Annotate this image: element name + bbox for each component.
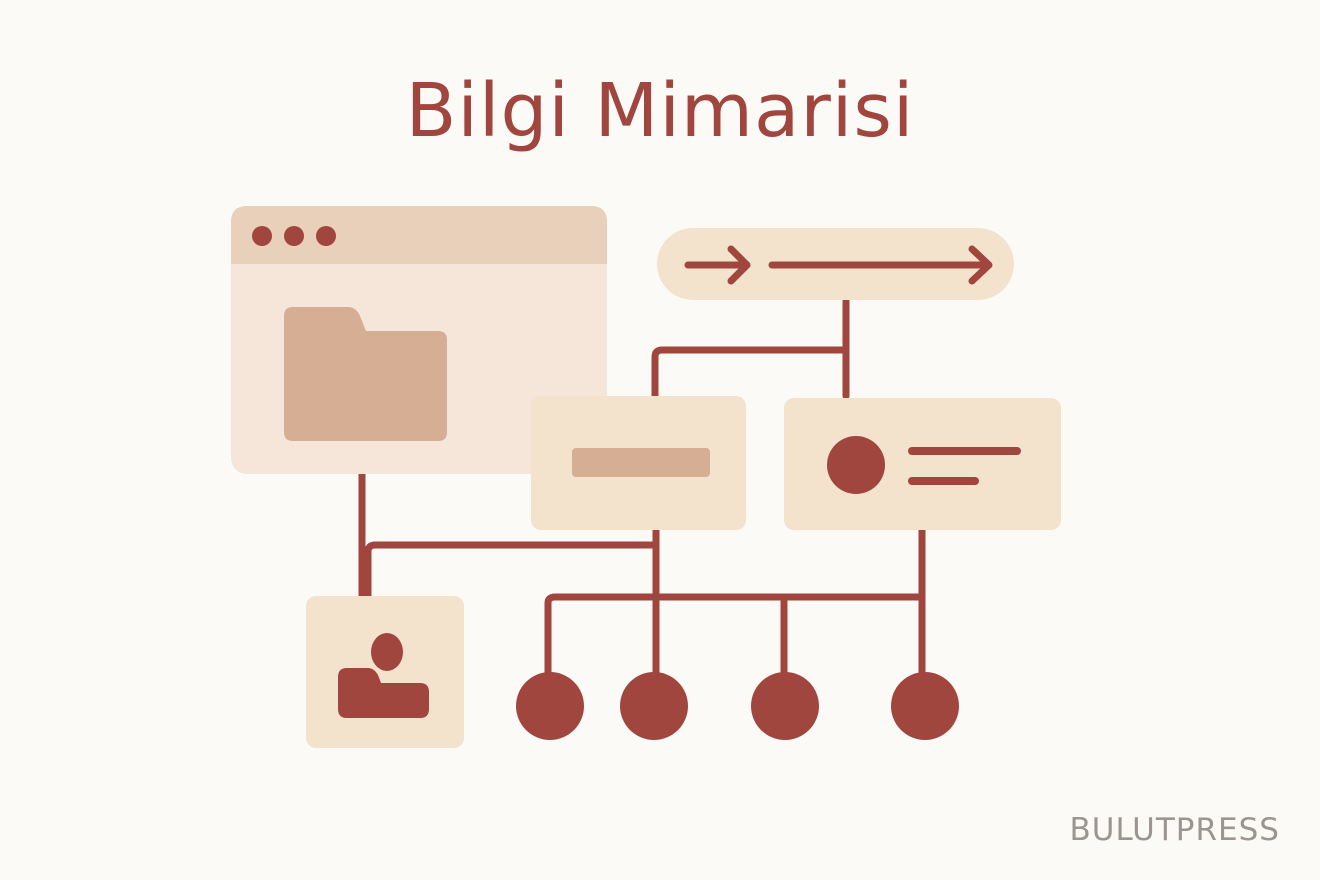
window-dot-1: [252, 226, 272, 246]
brand-watermark: BULUTPRESS: [1069, 812, 1280, 848]
text-line-placeholder: [572, 448, 710, 477]
circle-node: [891, 672, 959, 740]
user-icon: [338, 633, 429, 718]
circle-node: [516, 672, 584, 740]
content-card-right: [784, 398, 1061, 530]
circle-node: [620, 672, 688, 740]
circle-node: [751, 672, 819, 740]
connector-lines: [358, 296, 926, 678]
connector-to-card-left: [651, 346, 850, 400]
window-dot-3: [316, 226, 336, 246]
connector-hbar-upper: [364, 541, 660, 600]
content-card-left: [531, 396, 746, 530]
avatar-circle: [827, 436, 885, 494]
arrow-right-long-icon: [768, 245, 993, 285]
window-dot-2: [284, 226, 304, 246]
user-card: [306, 596, 464, 748]
leaf-nodes: [516, 672, 959, 740]
folder-icon: [284, 307, 447, 441]
arrow-bar: [657, 228, 1014, 300]
connector-hbar-lower: [544, 593, 926, 678]
arrow-right-icon: [684, 245, 751, 285]
diagram-title: Bilgi Mimarisi: [405, 68, 915, 154]
